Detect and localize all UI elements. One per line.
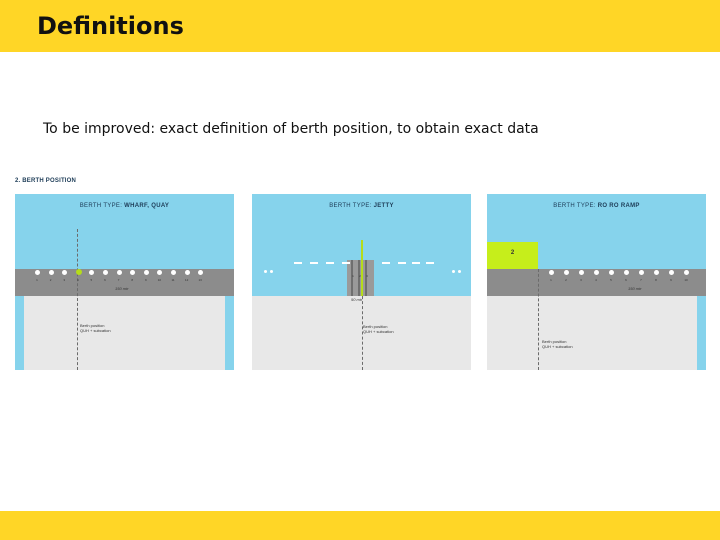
bollard-marker — [130, 270, 136, 275]
bollard-marker — [75, 269, 82, 275]
bollard-number: 7 — [640, 278, 642, 282]
bollard-number: 3 — [63, 278, 66, 282]
bollard-marker — [198, 270, 204, 275]
bollard-number: 1 — [550, 278, 552, 282]
slide-title: Definitions — [37, 12, 184, 40]
fender-dash — [326, 262, 334, 264]
bollard-number: 6 — [625, 278, 627, 282]
bollard-number: 3 — [580, 278, 582, 282]
bollard-number: 5 — [90, 278, 93, 282]
bollard-number: 11 — [171, 278, 175, 282]
bollard-marker — [157, 270, 163, 275]
bollard-marker — [579, 270, 584, 275]
bollard-marker — [62, 270, 68, 275]
mooring-dot — [270, 270, 273, 273]
bollard-number: 6 — [104, 278, 106, 282]
bollard-marker — [48, 270, 54, 275]
bollard-number: 4 — [76, 278, 79, 282]
mooring-dot — [452, 270, 455, 273]
bollard-marker — [639, 270, 644, 275]
figure-section-label: 2. BERTH POSITION — [15, 178, 77, 184]
panel-heading: BERTH TYPE: JETTY — [329, 203, 394, 209]
bollard-number: 10 — [157, 278, 162, 282]
fender-dash — [398, 262, 406, 264]
bollard-marker — [564, 270, 569, 275]
fender-dash — [342, 262, 350, 264]
title-bar — [0, 0, 720, 52]
bollard-number: 12 — [184, 278, 189, 282]
land-area — [487, 296, 706, 370]
berth-position-line — [77, 229, 78, 370]
measurement-label: 150 mtr — [115, 286, 129, 291]
mooring-dot — [264, 270, 267, 273]
side-water-right — [697, 296, 706, 370]
jetty-pile — [358, 260, 360, 296]
bollard-marker — [143, 270, 149, 275]
jetty-pile — [351, 260, 353, 296]
bollard-number: 1 — [36, 278, 38, 282]
panel-ro-ro-ramp: BERTH TYPE: RO RO RAMP 2 1 2 3 4 5 6 7 8 9 10 150… — [487, 194, 706, 370]
jetty-number: 3 — [366, 274, 368, 278]
fender-dash — [294, 262, 302, 264]
bollard-marker — [654, 270, 659, 275]
bollard-number: 8 — [131, 278, 134, 282]
bollard-number: 10 — [684, 278, 688, 282]
bollard-marker — [594, 270, 599, 275]
panel-jetty: BERTH TYPE: JETTY 1 2 3 50 mtr Berth posit… — [252, 194, 471, 370]
bollard-marker — [103, 270, 108, 275]
land-area — [15, 296, 234, 370]
bollard-marker — [116, 270, 122, 275]
bollard-number: 8 — [655, 278, 657, 282]
bollard-number: 2 — [49, 278, 52, 282]
bollard-marker — [184, 270, 190, 275]
bollard-number: 5 — [610, 278, 612, 282]
fender-dash — [310, 262, 318, 264]
side-water-right — [225, 296, 234, 370]
measurement-label: 150 mtr — [628, 286, 642, 291]
bollard-marker — [669, 270, 674, 275]
bollard-marker — [89, 270, 95, 275]
bollard-marker — [609, 270, 614, 275]
fender-dash — [426, 262, 434, 264]
jetty-berth-line — [361, 240, 363, 296]
bollard-number: 7 — [117, 278, 120, 282]
slide-subtitle: To be improved: exact definition of bert… — [43, 121, 539, 137]
bollard-marker — [171, 270, 176, 275]
bollard-marker — [549, 270, 554, 275]
berth-position-line — [362, 296, 363, 370]
mooring-dot — [458, 270, 461, 273]
bollard-marker — [684, 270, 689, 275]
ro-ro-ramp-highlight — [487, 242, 538, 269]
bollard-number: 9 — [670, 278, 672, 282]
fender-dash — [412, 262, 420, 264]
jetty-pile — [365, 260, 367, 296]
jetty-number: 2 — [359, 274, 361, 278]
side-water-left — [15, 296, 24, 370]
bollard-number: 13 — [198, 278, 202, 282]
bollard-number: 9 — [144, 278, 147, 282]
bollard-number: 4 — [595, 278, 597, 282]
fender-dash — [382, 262, 390, 264]
measurement-label: 50 mtr — [351, 297, 363, 302]
land-area — [252, 296, 471, 370]
panel-heading: BERTH TYPE: WHARF, QUAY — [79, 203, 170, 209]
jetty-number: 1 — [352, 274, 354, 278]
bollard-marker — [624, 270, 629, 275]
berth-position-line — [538, 269, 539, 370]
panel-heading: BERTH TYPE: RO RO RAMP — [553, 203, 640, 209]
ramp-number: 2 — [510, 250, 515, 256]
bollard-number: 2 — [565, 278, 567, 282]
water-area — [15, 194, 234, 269]
bollard-marker — [35, 270, 40, 275]
footer-bar — [0, 511, 720, 540]
